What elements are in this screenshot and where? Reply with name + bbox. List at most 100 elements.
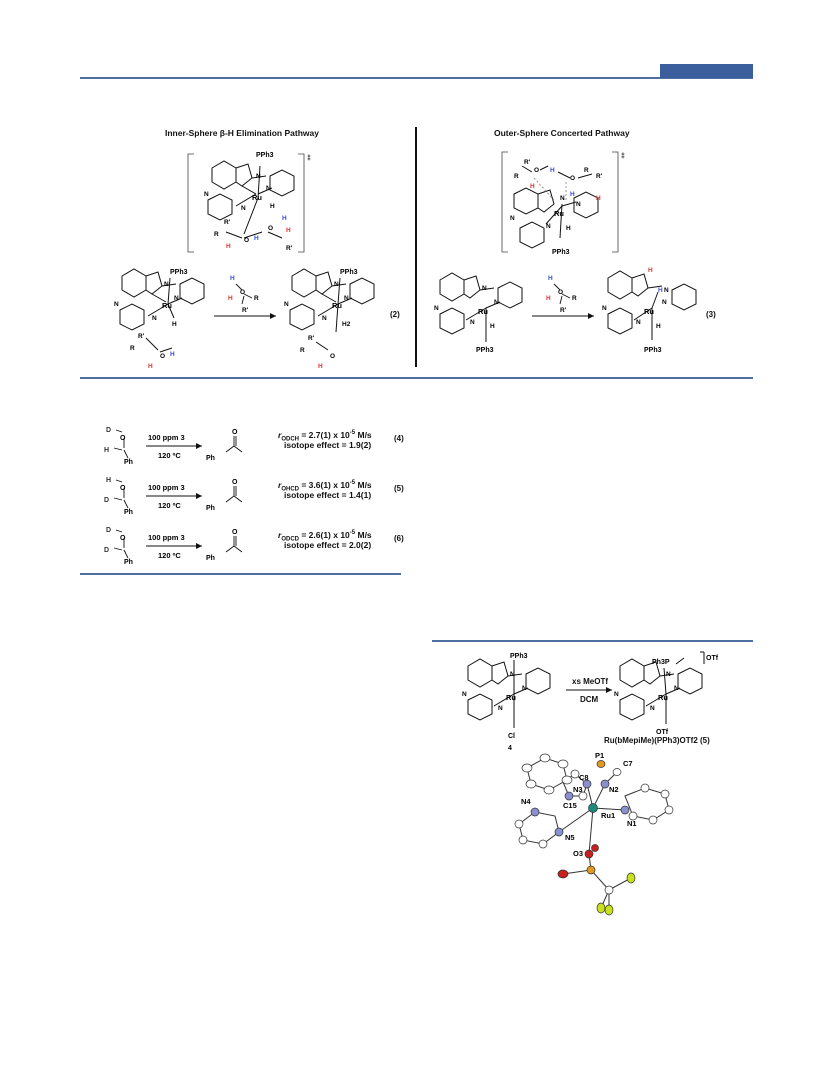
ortep-label-n1: N1 <box>627 819 637 828</box>
svg-text:H: H <box>548 275 553 282</box>
kie-row-3-isotope-effect: isotope effect = 2.0(2) <box>284 540 372 550</box>
svg-text:N: N <box>241 205 246 212</box>
svg-text:N: N <box>666 671 671 678</box>
kie-row-1-rate: rODCH = 2.7(1) x 10-5 M/s <box>278 429 372 443</box>
kie-row-3-oxygen: O <box>120 535 126 542</box>
ts-pph3-label: PPh3 <box>256 152 274 159</box>
kie-row-1-product-o: O <box>232 429 238 436</box>
svg-text:N: N <box>560 195 565 202</box>
kie-row-2-ph: Ph <box>124 509 133 516</box>
svg-text:R': R' <box>560 307 567 314</box>
svg-text:N: N <box>284 301 289 308</box>
ts-mark: ‡ <box>307 155 311 162</box>
kie-row-2-isotope-effect: isotope effect = 1.4(1) <box>284 490 372 500</box>
kie-row-3-temperature: 120 ºC <box>158 551 181 560</box>
svg-text:R': R' <box>138 333 145 340</box>
kie-row-1-catalyst: 100 ppm 3 <box>148 433 185 442</box>
svg-text:Ru: Ru <box>252 193 262 202</box>
svg-text:O: O <box>534 167 539 174</box>
kie-row-3-product-ph: Ph <box>206 555 215 562</box>
svg-text:H: H <box>656 323 661 330</box>
header-block <box>660 64 753 78</box>
kie-row-1-isotope-effect: isotope effect = 1.9(2) <box>284 440 372 450</box>
left-transition-state: PPh3 ‡ Ru N N N N H H R' R H O H O H R' <box>187 152 311 253</box>
methylation-top-rule <box>432 640 753 642</box>
svg-text:Ru: Ru <box>332 301 342 310</box>
svg-text:PPh3: PPh3 <box>170 269 188 276</box>
svg-text:N: N <box>152 315 157 322</box>
svg-text:N: N <box>510 215 515 222</box>
svg-text:H: H <box>254 235 259 242</box>
svg-text:H: H <box>658 287 663 294</box>
svg-text:H: H <box>148 363 153 370</box>
kie-row-2-catalyst: 100 ppm 3 <box>148 483 185 492</box>
reagent-label: xs MeOTf <box>572 677 609 686</box>
svg-text:Ru: Ru <box>658 693 668 702</box>
kie-row-2-atom1: H <box>106 477 111 484</box>
kie-row-1-atom2: H <box>104 447 109 454</box>
svg-text:R: R <box>584 167 589 174</box>
svg-text:O: O <box>268 225 273 232</box>
svg-text:N: N <box>434 305 439 312</box>
svg-text:O: O <box>330 353 335 360</box>
kie-row-2-rate: rOHCD = 3.6(1) x 10-5 M/s <box>278 479 372 493</box>
svg-text:N: N <box>114 301 119 308</box>
svg-text:N: N <box>614 691 619 698</box>
svg-text:R: R <box>130 345 135 352</box>
complex-4-structure: PPh3 N N N N Ru Cl 4 <box>462 653 551 752</box>
right-reactant: N N N N Ru H PPh3 <box>434 272 523 354</box>
svg-text:PPh3: PPh3 <box>340 269 358 276</box>
left-reaction-arrow: H O H R R' <box>214 275 276 319</box>
svg-text:N: N <box>266 185 271 192</box>
svg-text:R: R <box>254 295 259 302</box>
svg-text:H: H <box>318 363 323 370</box>
svg-text:R': R' <box>242 307 249 314</box>
header-rule <box>80 77 753 79</box>
svg-text:Ru: Ru <box>644 307 654 316</box>
chloride-label: Cl <box>508 733 515 740</box>
svg-text:H: H <box>226 243 231 250</box>
complex-5-structure: Ph3P N N N N Ru OTf OTf <box>614 651 719 736</box>
pathway-divider <box>415 127 417 367</box>
svg-text:Ru: Ru <box>554 209 564 218</box>
kie-row-1-product-ph: Ph <box>206 455 215 462</box>
kie-row-1-oxygen: O <box>120 435 126 442</box>
kie-row-2-oxygen: O <box>120 485 126 492</box>
svg-text:N: N <box>510 671 515 678</box>
svg-text:H: H <box>286 227 291 234</box>
svg-text:N: N <box>494 299 499 306</box>
svg-text:H: H <box>230 275 235 282</box>
svg-text:N: N <box>164 281 169 288</box>
svg-text:Ru: Ru <box>506 693 516 702</box>
compound-4-label: 4 <box>508 745 512 752</box>
svg-text:R': R' <box>308 335 315 342</box>
svg-text:PPh3: PPh3 <box>552 249 570 256</box>
svg-text:O: O <box>570 175 575 182</box>
svg-text:H: H <box>170 351 175 358</box>
methylation-arrow <box>566 687 612 693</box>
svg-text:N: N <box>322 315 327 322</box>
solvent-label: DCM <box>580 695 599 704</box>
svg-text:O: O <box>244 237 249 244</box>
svg-text:R: R <box>572 295 577 302</box>
kie-row-2-product-o: O <box>232 479 238 486</box>
svg-text:H: H <box>282 215 287 222</box>
svg-text:N: N <box>174 295 179 302</box>
ortep-label-n2: N2 <box>609 785 619 794</box>
svg-text:H2: H2 <box>342 321 351 328</box>
svg-text:O: O <box>160 353 165 360</box>
kie-row-3-product-o: O <box>232 529 238 536</box>
ortep-label-c7: C7 <box>623 759 633 768</box>
svg-text:O: O <box>240 289 245 296</box>
kie-figure-rule <box>80 573 401 575</box>
kie-row-1-atom1: D <box>106 427 111 434</box>
svg-text:H: H <box>648 267 653 274</box>
kie-row-3-equation-label: (6) <box>394 534 404 543</box>
svg-text:N: N <box>650 705 655 712</box>
svg-text:R: R <box>300 347 305 354</box>
svg-text:N: N <box>636 319 641 326</box>
right-pathway-title: Outer-Sphere Concerted Pathway <box>494 128 630 138</box>
otf-ligand-label: OTf <box>656 729 669 736</box>
svg-text:N: N <box>204 191 209 198</box>
